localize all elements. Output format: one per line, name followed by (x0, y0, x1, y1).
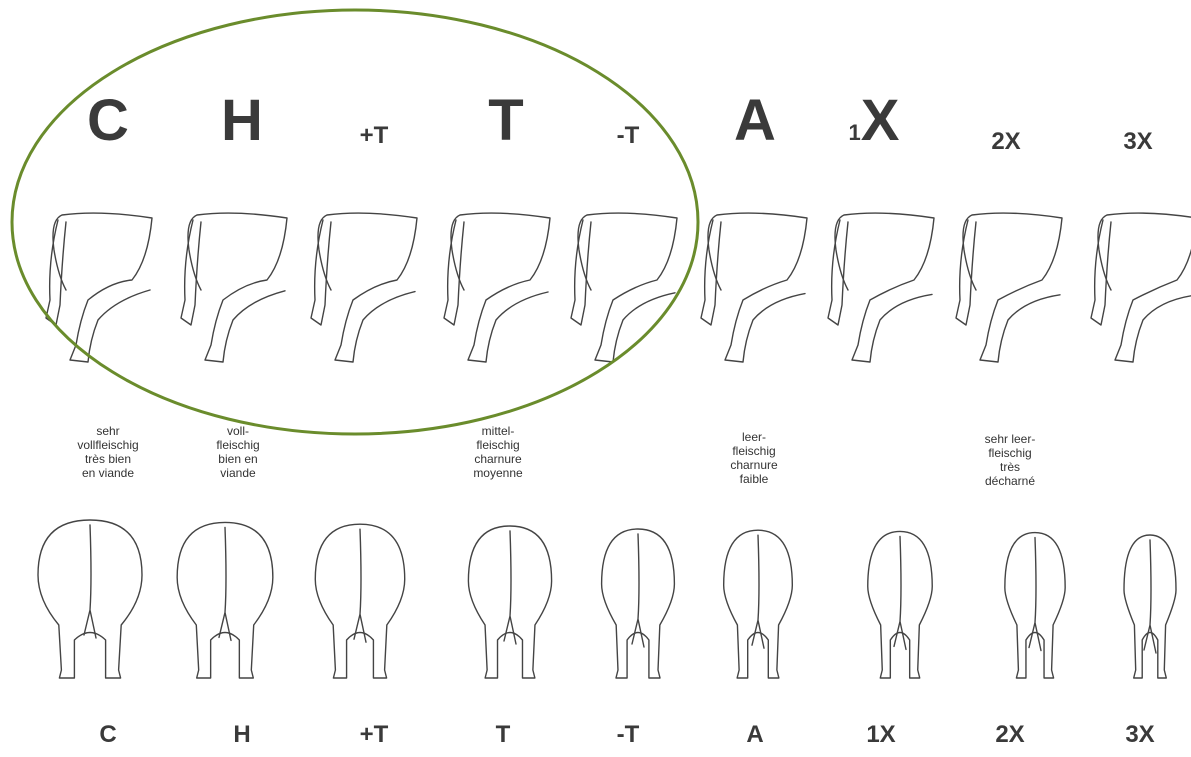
side-view-outline (835, 213, 934, 362)
tail-outline (311, 220, 331, 325)
tail-outline (219, 527, 231, 640)
tail-outline (181, 220, 201, 325)
tail-outline (752, 535, 764, 648)
side-view-outline (963, 213, 1062, 362)
side-view-outline (1098, 213, 1191, 362)
side-view-outline (578, 213, 677, 362)
tail-outline (701, 220, 721, 325)
side-view-outline (708, 213, 807, 362)
tail-outline (354, 529, 366, 642)
tail-outline (1091, 220, 1111, 325)
tail-outline (444, 220, 464, 325)
side-view-outline (451, 213, 550, 362)
tail-outline (1144, 540, 1156, 653)
highlight-ellipse (12, 10, 698, 434)
tail-outline (632, 534, 644, 647)
tail-outline (46, 220, 66, 325)
tail-outline (84, 525, 96, 638)
tail-outline (504, 531, 516, 644)
tail-outline (828, 220, 848, 325)
side-view-outline (318, 213, 417, 362)
tail-outline (956, 220, 976, 325)
tail-outline (571, 220, 591, 325)
side-view-outline (188, 213, 287, 362)
